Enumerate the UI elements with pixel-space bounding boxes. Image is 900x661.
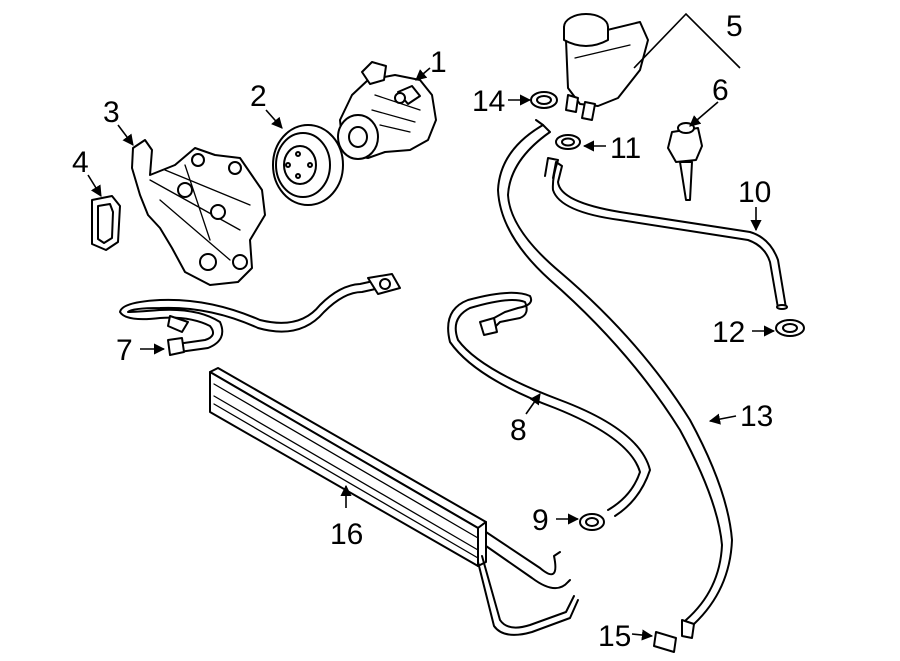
callout-15: 15 <box>598 620 631 653</box>
return-hose-10 <box>544 157 788 310</box>
callout-9: 9 <box>532 504 549 537</box>
callout-labels: 1 2 3 4 5 6 7 8 9 10 11 12 13 14 15 16 <box>72 10 773 653</box>
pulley <box>272 124 344 206</box>
connector-15 <box>653 631 677 653</box>
callout-13: 13 <box>740 400 773 433</box>
pump-bracket <box>131 139 266 286</box>
clamp-11 <box>555 134 581 150</box>
callout-8: 8 <box>510 414 527 447</box>
supply-hose-13 <box>497 119 733 639</box>
clamp-12 <box>775 319 805 337</box>
callout-16: 16 <box>330 518 363 551</box>
gasket <box>91 195 121 251</box>
pressure-hose-8 <box>447 291 651 517</box>
callout-2: 2 <box>250 80 267 113</box>
oil-cooler <box>209 367 579 636</box>
callout-7: 7 <box>116 334 133 367</box>
line-7 <box>119 273 401 356</box>
callout-14: 14 <box>472 85 505 118</box>
callout-6: 6 <box>712 74 729 107</box>
leader-lines <box>87 12 776 641</box>
callout-4: 4 <box>72 146 89 179</box>
callout-3: 3 <box>103 96 120 129</box>
power-steering-pump <box>337 61 437 160</box>
reservoir-cap <box>667 122 703 201</box>
clamp-14 <box>530 91 558 109</box>
clamp-9 <box>579 513 605 531</box>
fluid-reservoir <box>563 13 649 121</box>
callout-5: 5 <box>726 10 743 43</box>
callout-11: 11 <box>610 132 641 165</box>
callout-1: 1 <box>430 46 447 79</box>
callout-12: 12 <box>712 316 745 349</box>
callout-10: 10 <box>738 176 771 209</box>
